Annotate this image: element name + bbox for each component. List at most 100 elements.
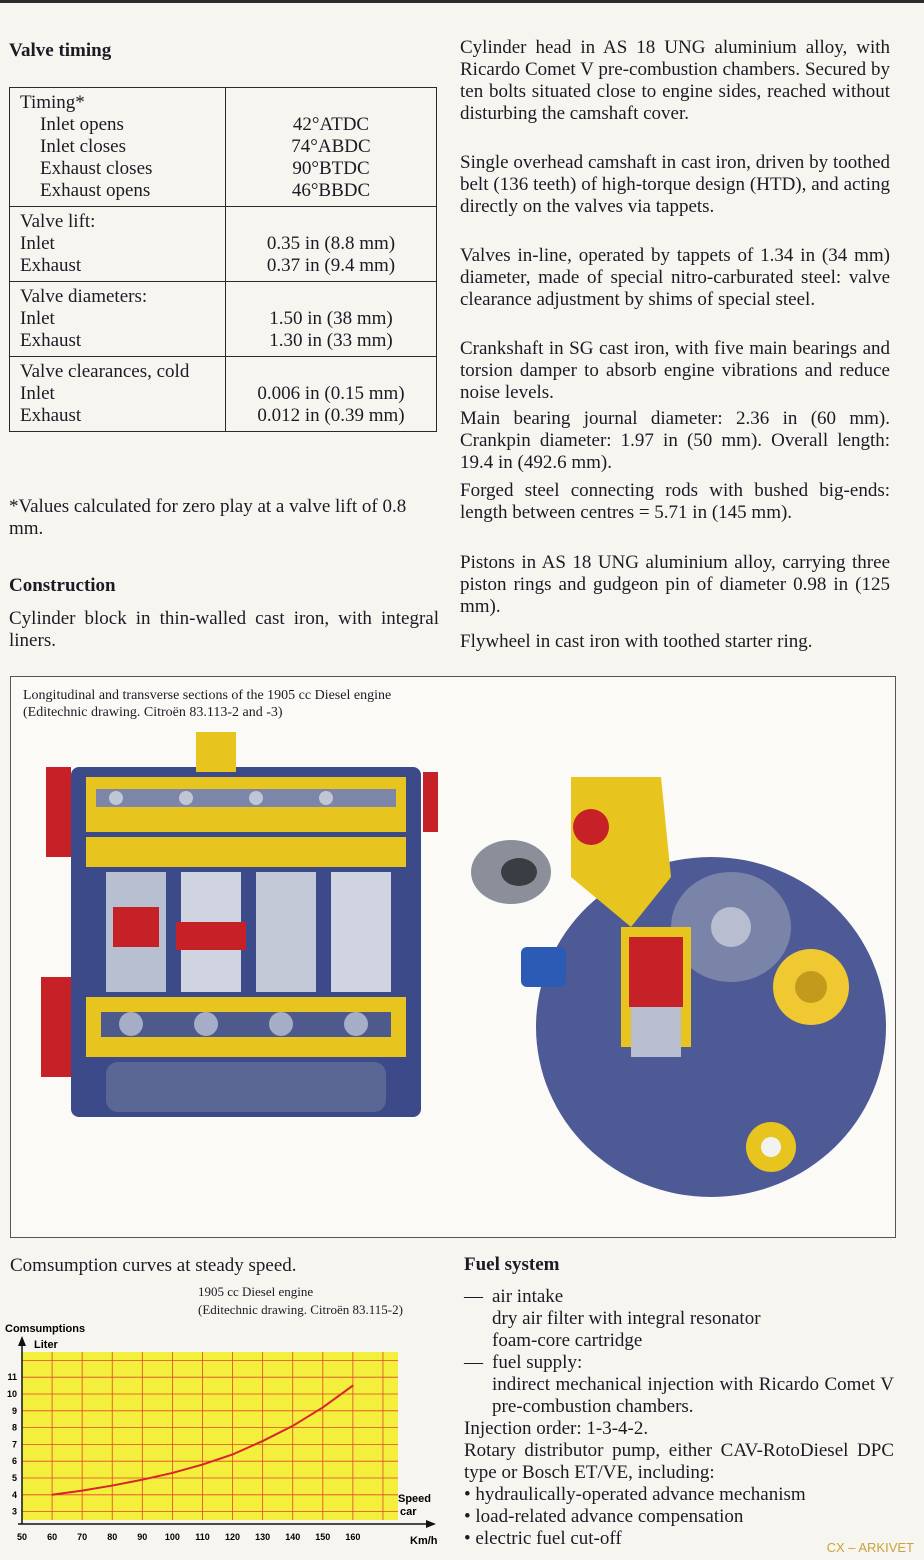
paragraph-flywheel: Flywheel in cast iron with toothed start… bbox=[460, 631, 813, 652]
row-label: Exhaust bbox=[20, 330, 82, 351]
data-point bbox=[291, 1425, 294, 1427]
data-point bbox=[141, 1478, 144, 1481]
data-point bbox=[231, 1453, 234, 1456]
row-value: 0.006 in (0.15 mm) bbox=[257, 383, 405, 404]
x-axis-arrow bbox=[426, 1520, 436, 1528]
consumption-title: Comsumption curves at steady speed. bbox=[10, 1255, 297, 1276]
air-intake-detail: foam-core cartridge bbox=[492, 1330, 643, 1351]
table-row: Valve lift: Inlet Exhaust 0.35 in (8.8 m… bbox=[9, 206, 437, 282]
row-value: 90°BTDC bbox=[292, 158, 370, 179]
x-tick-label: 110 bbox=[195, 1532, 210, 1542]
data-point bbox=[201, 1463, 204, 1466]
row-value: 0.37 in (9.4 mm) bbox=[266, 255, 396, 276]
data-point bbox=[51, 1494, 53, 1496]
paragraph-crankshaft: Crankshaft in SG cast iron, with five ma… bbox=[460, 338, 890, 403]
top-rule bbox=[0, 0, 924, 3]
y-tick-label: 11 bbox=[7, 1372, 17, 1382]
y-tick-label: 10 bbox=[7, 1389, 17, 1399]
y-axis-label: Liter bbox=[34, 1339, 59, 1351]
y-tick-label: 7 bbox=[12, 1439, 17, 1449]
x-tick-label: 120 bbox=[225, 1532, 240, 1542]
row-value: 42°ATDC bbox=[292, 114, 370, 135]
row-label: Exhaust closes bbox=[40, 158, 153, 179]
chart-caption: 1905 cc Diesel engine (Editechnic drawin… bbox=[198, 1284, 403, 1317]
pump-description: Rotary distributor pump, either CAV-Roto… bbox=[464, 1440, 894, 1483]
figure-caption: Longitudinal and transverse sections of … bbox=[23, 688, 392, 720]
group-title: Valve clearances, cold bbox=[20, 361, 190, 382]
row-label: Inlet bbox=[20, 383, 55, 404]
row-value: 46°BBDC bbox=[291, 180, 371, 201]
x-tick-label: 50 bbox=[17, 1532, 27, 1542]
x-tick-label: 80 bbox=[107, 1532, 117, 1542]
list-item: hydraulically-operated advance mechanism bbox=[464, 1484, 894, 1506]
data-point bbox=[261, 1440, 264, 1442]
x-tick-label: 160 bbox=[345, 1532, 360, 1542]
paragraph-camshaft: Single overhead camshaft in cast iron, d… bbox=[460, 152, 890, 217]
watermark: CX – ARKIVET bbox=[826, 1540, 914, 1555]
valve-timing-heading: Valve timing bbox=[9, 40, 112, 61]
y-tick-label: 4 bbox=[12, 1490, 17, 1500]
row-label: Inlet bbox=[20, 308, 55, 329]
list-item: electric fuel cut-off bbox=[464, 1528, 894, 1550]
data-point bbox=[322, 1406, 324, 1409]
group-title: Timing* bbox=[20, 92, 85, 113]
row-value: 1.30 in (33 mm) bbox=[269, 330, 393, 351]
group-title: Valve lift: bbox=[20, 211, 96, 232]
data-point bbox=[352, 1384, 354, 1387]
paragraph-pistons: Pistons in AS 18 UNG aluminium alloy, ca… bbox=[460, 552, 890, 617]
group-title: Valve diameters: bbox=[20, 286, 148, 307]
fuel-system-section: Fuel system —air intake dry air filter w… bbox=[464, 1254, 894, 1550]
valve-timing-table: Timing* Inlet opens Inlet closes Exhaust… bbox=[9, 87, 437, 432]
y-axis-title: Comsumptions bbox=[5, 1323, 85, 1335]
air-intake-detail: dry air filter with integral resonator bbox=[492, 1308, 761, 1329]
longitudinal-section-drawing bbox=[41, 732, 438, 1117]
table-footnote: *Values calculated for zero play at a va… bbox=[9, 496, 407, 539]
x-axis-subtitle: car bbox=[400, 1506, 417, 1518]
x-tick-label: 140 bbox=[285, 1532, 300, 1542]
x-tick-label: 130 bbox=[255, 1532, 270, 1542]
y-tick-label: 8 bbox=[12, 1423, 17, 1433]
y-tick-label: 3 bbox=[12, 1507, 17, 1517]
construction-heading: Construction bbox=[9, 575, 116, 596]
paragraph-cylinder-head: Cylinder head in AS 18 UNG aluminium all… bbox=[460, 37, 890, 124]
y-tick-label: 6 bbox=[12, 1456, 17, 1466]
fuel-supply-detail: indirect mechanical injection with Ricar… bbox=[492, 1374, 894, 1417]
row-value: 0.012 in (0.39 mm) bbox=[257, 405, 405, 426]
table-row: Valve diameters: Inlet Exhaust 1.50 in (… bbox=[9, 281, 437, 357]
x-tick-label: 90 bbox=[137, 1532, 147, 1542]
pump-feature-list: hydraulically-operated advance mechanism… bbox=[464, 1484, 894, 1550]
plot-background bbox=[22, 1352, 398, 1520]
x-tick-label: 150 bbox=[315, 1532, 330, 1542]
row-label: Exhaust bbox=[20, 405, 82, 426]
x-axis-title: Speed bbox=[398, 1493, 431, 1505]
table-row: Timing* Inlet opens Inlet closes Exhaust… bbox=[9, 87, 437, 207]
row-label: Inlet opens bbox=[40, 114, 124, 135]
row-value: 0.35 in (8.8 mm) bbox=[266, 233, 396, 254]
data-point bbox=[111, 1484, 114, 1487]
injection-order: Injection order: 1-3-4-2. bbox=[464, 1418, 649, 1439]
row-value: 1.50 in (38 mm) bbox=[269, 308, 393, 329]
y-tick-label: 5 bbox=[12, 1473, 17, 1483]
row-label: Inlet closes bbox=[40, 136, 127, 157]
engine-cutaway-figure: Longitudinal and transverse sections of … bbox=[10, 676, 896, 1238]
transverse-section-drawing bbox=[471, 777, 886, 1197]
construction-text: Cylinder block in thin-walled cast iron,… bbox=[9, 608, 439, 651]
air-intake-item: —air intake bbox=[464, 1286, 564, 1307]
fuel-supply-item: —fuel supply: bbox=[464, 1352, 583, 1373]
x-axis-unit: Km/h bbox=[410, 1535, 438, 1547]
paragraph-bearing-dims: Main bearing journal diameter: 2.36 in (… bbox=[460, 408, 890, 473]
fuel-system-heading: Fuel system bbox=[464, 1254, 560, 1275]
data-point bbox=[171, 1472, 174, 1474]
row-value: 74°ABDC bbox=[291, 136, 371, 157]
engine-illustration bbox=[41, 732, 886, 1197]
row-label: Exhaust opens bbox=[40, 180, 151, 201]
y-tick-label: 9 bbox=[12, 1406, 17, 1416]
paragraph-valves: Valves in-line, operated by tappets of 1… bbox=[460, 245, 890, 310]
paragraph-connecting-rods: Forged steel connecting rods with bushed… bbox=[460, 480, 890, 523]
y-axis-arrow bbox=[18, 1336, 26, 1346]
row-label: Inlet bbox=[20, 233, 55, 254]
x-tick-label: 70 bbox=[77, 1532, 87, 1542]
table-row: Valve clearances, cold Inlet Exhaust 0.0… bbox=[9, 356, 437, 432]
